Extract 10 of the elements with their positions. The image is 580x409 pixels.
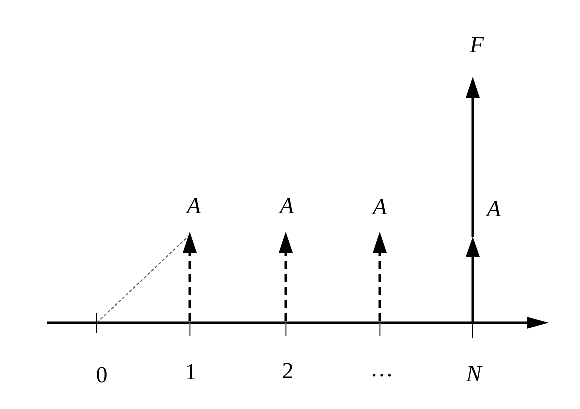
period-label: 0 — [96, 364, 108, 386]
variable-label: A — [186, 194, 202, 218]
variable-label: A — [280, 194, 294, 218]
period-label: 1 — [185, 360, 197, 384]
variable-label: A — [486, 198, 502, 220]
period-label: 2 — [282, 360, 294, 382]
period-label: N — [466, 362, 482, 386]
ellipsis-label: … — [370, 358, 394, 380]
variable-label: F — [470, 34, 484, 56]
variable-label: A — [372, 196, 388, 218]
